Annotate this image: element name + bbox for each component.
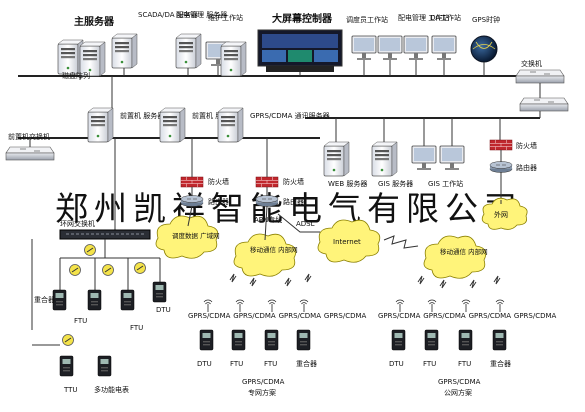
- router-2-label: 路由器: [283, 197, 304, 206]
- dtu-1-label: DTU: [156, 306, 171, 314]
- gps-clock-label: GPS时钟: [472, 15, 500, 24]
- top-switch-label: 交换机: [521, 59, 542, 68]
- private-scheme-label: 专网方案: [248, 388, 276, 397]
- left-devices: [52, 281, 167, 377]
- dist-mgmt-server-label: 配电管理 服务器: [176, 10, 227, 19]
- fw-links: [114, 138, 502, 230]
- gis-ws-label: GIS 工作站: [428, 179, 463, 188]
- recloser-3-label: 重合器: [490, 359, 511, 368]
- ttu-1-label: TTU: [63, 386, 78, 394]
- dispatch-net-label: 调度数据 广域网: [172, 231, 220, 240]
- scada-server-label: SCADA/DA 服务器: [138, 10, 198, 19]
- router-1: [180, 195, 204, 207]
- intranet-2-cloud: [423, 235, 487, 279]
- big-screen-label: 大屏幕控制器: [272, 12, 333, 25]
- firewall-1: [180, 176, 204, 188]
- main-server-node: [57, 39, 106, 80]
- da-ws-label: DA工作站: [430, 13, 461, 22]
- top-switch: [515, 69, 565, 84]
- dist-mgmt-ws-label: 配电管理 工作站: [398, 13, 449, 22]
- gprs-comm-server-label: GPRS/CDMA 通讯服务器: [250, 111, 330, 120]
- adsl-label: ADSL: [296, 220, 315, 228]
- private-signal-lines: [229, 273, 312, 287]
- dtu-2-label: DTU: [197, 360, 212, 368]
- router-3: [489, 161, 513, 173]
- recloser-2-label: 重合器: [296, 359, 317, 368]
- intranet-1-label: 移动通信 内部网: [250, 245, 298, 254]
- ftu-5-label: FTU: [423, 360, 436, 368]
- firewall-2: [255, 176, 279, 188]
- web-server-label: WEB 服务器: [328, 179, 367, 188]
- extranet-cloud: [481, 197, 528, 230]
- ftu-4-label: FTU: [264, 360, 277, 368]
- private-devices: [199, 329, 311, 351]
- recloser-1-label: 重合器: [34, 295, 55, 304]
- field-tree-left: [31, 239, 161, 346]
- firewall-1-label: 防火墙: [208, 177, 229, 186]
- front-switch-label: 前置机交换机: [8, 132, 50, 141]
- right-drops: [335, 118, 501, 146]
- front-switch: [5, 146, 55, 161]
- da-ws-node: [431, 35, 457, 61]
- multi-meter-label: 多功能电表: [94, 385, 129, 394]
- router-2: [255, 195, 279, 207]
- maint-ws-label: 维护工作站: [208, 13, 243, 22]
- router-3-label: 路由器: [516, 163, 537, 172]
- internet-label: Internet: [333, 238, 361, 246]
- gps-clock-node: [470, 35, 498, 76]
- gprs-comm-server-node: [217, 107, 244, 143]
- private-antennas: [203, 299, 309, 313]
- firewall-3-label: 防火墙: [516, 141, 537, 150]
- gis-server-node: [371, 141, 398, 177]
- scada-server-node: [111, 33, 138, 69]
- private-scheme-label-1: GPRS/CDMA: [242, 378, 285, 386]
- dist-mgmt-ws-node: [403, 35, 429, 61]
- dispatch-ws-nodes: [351, 35, 403, 61]
- apn-label: APN专线: [254, 215, 282, 224]
- watermark-text: 郑州凯祥智能电气有限公司: [55, 189, 523, 228]
- big-screen-controller: [257, 29, 343, 72]
- wan-links: [187, 200, 502, 249]
- dispatch-net-cloud: [155, 215, 219, 259]
- front-server-2-label: 前置机 服务器: [192, 111, 236, 120]
- front-server-2-node: [159, 107, 186, 143]
- front-server-1-node: [87, 107, 114, 143]
- extranet-label: 外网: [494, 210, 508, 219]
- right-switch: [519, 97, 569, 112]
- dtu-3-label: DTU: [389, 360, 404, 368]
- public-devices: [391, 329, 507, 351]
- ring-switch-label: 环网交换机: [60, 219, 95, 228]
- front-server-1-label: 前置机 服务器: [120, 111, 164, 120]
- gis-server-label: GIS 服务器: [378, 179, 413, 188]
- public-scheme-label-1: GPRS/CDMA: [438, 378, 481, 386]
- main-server-label: 主服务器: [74, 15, 115, 28]
- ftu-2-label: FTU: [130, 324, 143, 332]
- intranet-2-label: 移动通信 内部网: [440, 247, 488, 256]
- gis-ws-nodes: [411, 145, 465, 171]
- disk-array-label: 磁盘阵列: [62, 71, 90, 80]
- public-scheme-label: 公网方案: [444, 388, 472, 397]
- web-server-node: [323, 141, 350, 177]
- router-1-label: 路由器: [208, 197, 229, 206]
- firewall-2-label: 防火墙: [283, 177, 304, 186]
- internet-cloud: [317, 219, 381, 263]
- dist-mgmt-server-node: [175, 33, 202, 69]
- public-antennas: [395, 299, 505, 313]
- maint-ws-node: [205, 41, 247, 77]
- ftu-1-label: FTU: [74, 317, 87, 325]
- ftu-6-label: FTU: [458, 360, 471, 368]
- top-drops: [111, 60, 541, 138]
- dispatch-ws-label: 调度员工作站: [346, 15, 388, 24]
- ring-switch: [59, 229, 151, 240]
- firewall-3: [489, 139, 513, 151]
- public-signal-lines: [417, 275, 501, 289]
- intranet-1-cloud: [233, 233, 297, 277]
- ftu-3-label: FTU: [230, 360, 243, 368]
